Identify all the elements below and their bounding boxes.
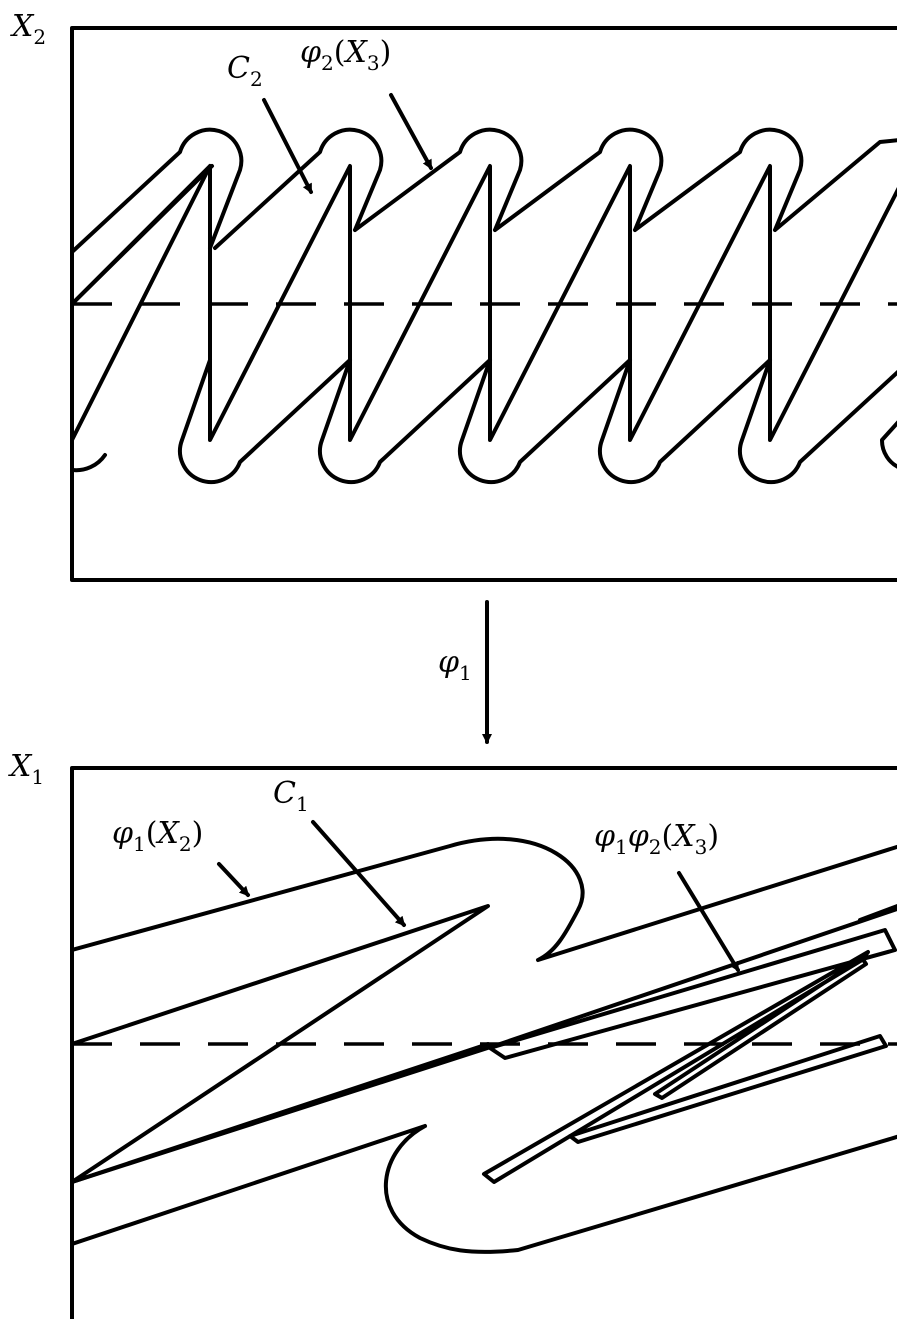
phi1phi2-x3-tube-outline	[482, 903, 897, 1184]
phi1-x2-label: φ1(X2)	[112, 816, 203, 856]
map-label: φ1	[438, 645, 472, 685]
c2-pointer-arrow	[262, 98, 313, 194]
top-space-label: X2	[10, 9, 46, 49]
phi2-x3-label: φ2(X3)	[300, 35, 391, 75]
phi1phi2-x3-label: φ1φ2(X3)	[594, 819, 719, 859]
top-curves	[72, 127, 897, 485]
top-panel: X2 C2 φ2(X3)	[10, 9, 897, 582]
c2-label: C2	[227, 51, 263, 91]
bottom-curves	[72, 836, 897, 1254]
c1-label: C1	[273, 776, 309, 816]
c1-pointer-arrow	[311, 820, 406, 927]
phi2-x3-tube-outline	[72, 127, 897, 485]
phi2-x3-pointer-arrow	[389, 93, 433, 170]
phi1phi2-x3-pointer-arrow	[677, 871, 740, 972]
phi1-x2-pointer-arrow	[217, 862, 250, 897]
bottom-space-label: X1	[8, 749, 44, 789]
phi1-x2-band-outline	[72, 836, 897, 1254]
bottom-panel-frame	[70, 766, 897, 1319]
bottom-panel: X1 C1 φ1(X2) φ1φ2(X3)	[8, 749, 897, 1319]
map-phi1: φ1	[438, 600, 492, 744]
